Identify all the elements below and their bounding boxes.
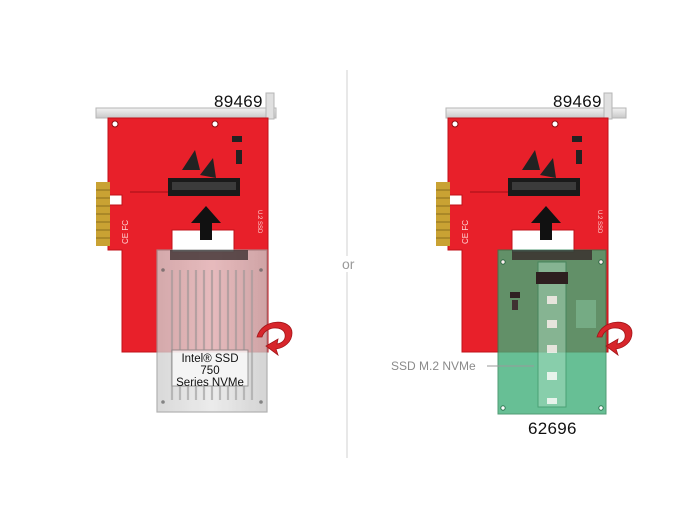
svg-text:U.2 SSD: U.2 SSD (256, 210, 262, 234)
m2-ssd-label: SSD M.2 NVMe (391, 359, 476, 373)
left-rotate-arrow (256, 321, 293, 357)
left-ssd-label-line1: Intel® SSD 750 (181, 353, 239, 377)
adapter-model-number: 62696 (528, 419, 577, 438)
right-rotate-arrow (596, 321, 633, 357)
left-pcie-fingers (96, 182, 110, 246)
right-bracket-tab (603, 92, 613, 120)
left-ssd-drive (156, 249, 268, 413)
right-pcie-fingers (436, 182, 450, 246)
right-m2-adapter (497, 249, 607, 415)
left-ssd-label: Intel® SSD 750 Series NVMe (172, 353, 248, 389)
left-model-number: 89469 (214, 92, 263, 111)
left-bracket-tab (265, 92, 275, 120)
or-divider-text: or (340, 256, 357, 272)
right-model-number: 89469 (553, 92, 602, 111)
right-up-arrow (531, 206, 561, 240)
svg-text:CE FC: CE FC (461, 220, 470, 244)
svg-text:CE FC: CE FC (121, 220, 130, 244)
left-up-arrow (191, 206, 221, 240)
left-ssd-label-line2: Series NVMe (176, 377, 244, 389)
svg-text:U.2 SSD: U.2 SSD (596, 210, 602, 234)
